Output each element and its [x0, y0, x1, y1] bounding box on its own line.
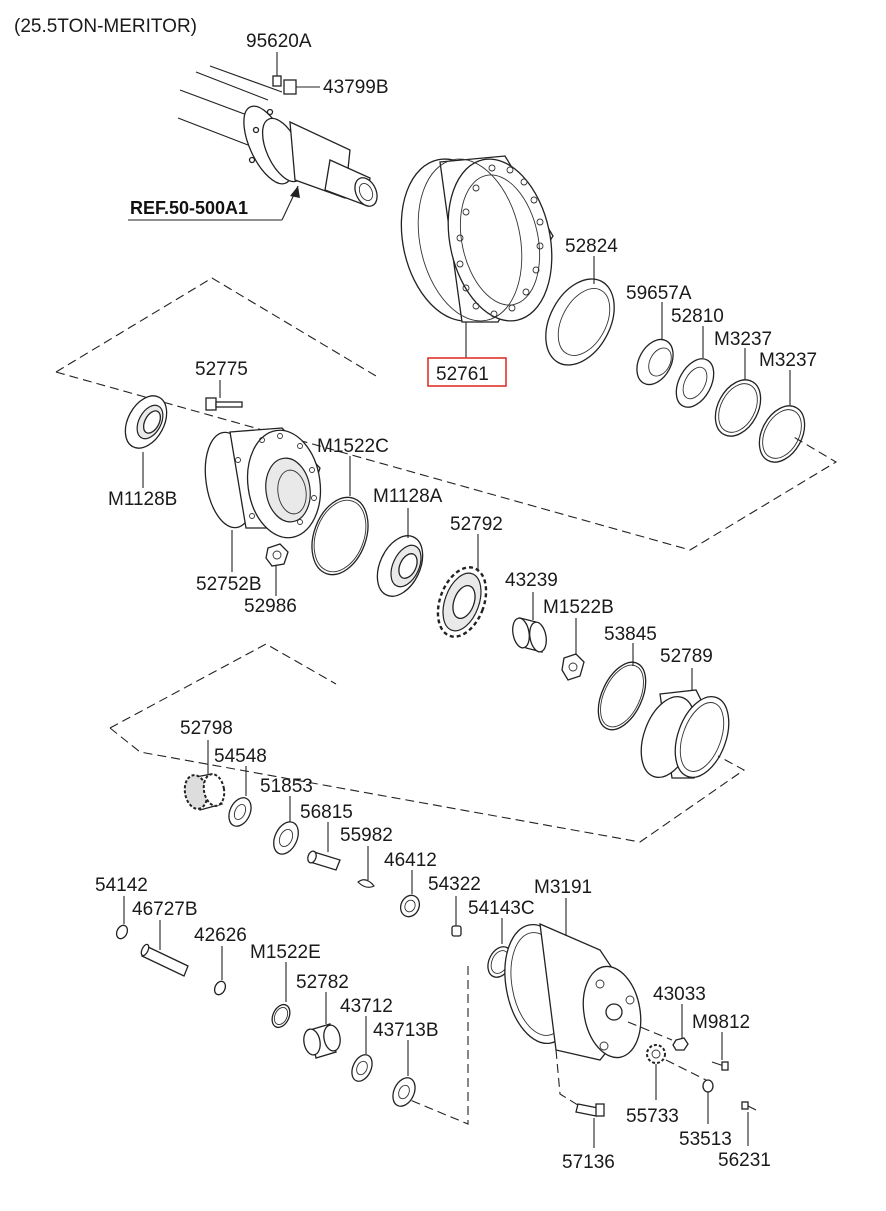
label-46727B[interactable]: 46727B	[132, 899, 198, 920]
label-57136[interactable]: 57136	[562, 1152, 615, 1173]
label-52986[interactable]: 52986	[244, 596, 297, 617]
lockwasher-55733[interactable]	[646, 1044, 666, 1064]
washer-46412[interactable]	[397, 892, 423, 920]
label-54143C[interactable]: 54143C	[468, 898, 535, 919]
dash-outline-2b	[109, 727, 746, 843]
label-54322[interactable]: 54322	[428, 874, 481, 895]
stud-52775[interactable]	[205, 397, 243, 411]
tone-ring-52792[interactable]	[429, 561, 495, 644]
label-54548[interactable]: 54548	[214, 746, 267, 767]
dash-outline-1a	[55, 277, 377, 377]
carrier-M3191[interactable]	[496, 919, 647, 1062]
label-M1522B[interactable]: M1522B	[543, 597, 614, 618]
spacer-43239[interactable]	[511, 617, 549, 653]
bearing-cone-M1128A[interactable]	[368, 529, 431, 604]
label-59657A[interactable]: 59657A	[626, 283, 692, 304]
label-52824[interactable]: 52824	[565, 236, 618, 257]
label-M1128B[interactable]: M1128B	[108, 489, 177, 510]
dash-outline-3b	[555, 1049, 587, 1111]
label-M3237-b[interactable]: M3237	[759, 350, 817, 371]
clip-43799B[interactable]	[283, 79, 320, 95]
label-M3237-a[interactable]: M3237	[714, 329, 772, 350]
axle-spindle	[177, 65, 378, 207]
shaft-46727B[interactable]	[140, 943, 189, 977]
label-M3191[interactable]: M3191	[534, 877, 592, 898]
nut-M1522B[interactable]	[561, 653, 585, 681]
label-43799B[interactable]: 43799B	[323, 77, 389, 98]
label-55733[interactable]: 55733	[626, 1106, 679, 1127]
label-42626[interactable]: 42626	[194, 925, 247, 946]
ring-M3237-a[interactable]	[706, 372, 769, 444]
drum-bolt-holes	[456, 164, 544, 318]
pin-56815[interactable]	[306, 850, 341, 871]
label-M1128A[interactable]: M1128A	[373, 486, 443, 507]
dash-outline-3c	[627, 1021, 673, 1041]
label-52752B[interactable]: 52752B	[196, 574, 262, 595]
ring-M3237-b[interactable]	[750, 398, 813, 470]
diagram-title: (25.5TON-MERITOR)	[14, 16, 197, 37]
label-53845[interactable]: 53845	[604, 624, 657, 645]
label-46412[interactable]: 46412	[384, 850, 437, 871]
label-55982[interactable]: 55982	[340, 825, 393, 846]
oring-53845[interactable]	[589, 655, 656, 737]
label-54142[interactable]: 54142	[95, 875, 148, 896]
spacer-52782[interactable]	[302, 1023, 342, 1059]
oring-M1522E[interactable]	[269, 1002, 294, 1031]
nut-43033[interactable]	[672, 1037, 689, 1051]
brake-drum-52761[interactable]	[387, 149, 566, 331]
bolt-57136[interactable]	[575, 1103, 605, 1117]
bearing-cup-59657A[interactable]	[630, 333, 681, 390]
label-52761[interactable]: 52761	[436, 364, 489, 385]
plug-54322[interactable]	[451, 925, 462, 937]
plug-53513[interactable]	[702, 1079, 714, 1093]
pin-95620A[interactable]	[272, 52, 282, 87]
label-M1522C[interactable]: M1522C	[317, 436, 389, 457]
label-56231[interactable]: 56231	[718, 1150, 771, 1171]
label-53513[interactable]: 53513	[679, 1129, 732, 1150]
highlight-box-52761	[427, 357, 507, 387]
washer-54548[interactable]	[225, 794, 256, 830]
reference-callout[interactable]: REF.50-500A1	[128, 185, 300, 221]
oring-42626[interactable]	[213, 980, 228, 997]
gear-52798[interactable]	[182, 773, 226, 811]
sleeve-52789[interactable]	[631, 689, 739, 784]
label-52782[interactable]: 52782	[296, 972, 349, 993]
nut-52986[interactable]	[265, 543, 289, 567]
washer-51853[interactable]	[269, 818, 303, 858]
oring-54142[interactable]	[115, 924, 130, 941]
label-56815[interactable]: 56815	[300, 802, 353, 823]
bearing-cup-M1128B[interactable]	[117, 389, 175, 455]
oring-M1522C[interactable]	[302, 490, 378, 583]
label-51853[interactable]: 51853	[260, 776, 313, 797]
label-M9812[interactable]: M9812	[692, 1012, 750, 1033]
label-52792[interactable]: 52792	[450, 514, 503, 535]
label-43239[interactable]: 43239	[505, 570, 558, 591]
label-95620A[interactable]: 95620A	[246, 31, 312, 52]
screw-56231[interactable]	[741, 1101, 757, 1111]
washer-43713B[interactable]	[389, 1074, 420, 1110]
label-43713B[interactable]: 43713B	[373, 1020, 439, 1041]
dash-outline-3a	[409, 966, 469, 1125]
dash-outline-2a	[109, 643, 337, 729]
label-52798[interactable]: 52798	[180, 718, 233, 739]
bolt-M9812[interactable]	[711, 1061, 729, 1071]
washer-43712[interactable]	[348, 1052, 376, 1085]
label-43712[interactable]: 43712	[340, 996, 393, 1017]
seal-52810[interactable]	[669, 353, 722, 414]
label-M1522E[interactable]: M1522E	[250, 942, 321, 963]
shield-52824[interactable]	[532, 267, 628, 376]
clip-55982[interactable]	[357, 879, 375, 888]
dash-outline-1b	[55, 371, 838, 551]
hub-52752B[interactable]	[200, 426, 328, 543]
label-52810[interactable]: 52810	[671, 306, 724, 327]
label-52789[interactable]: 52789	[660, 646, 713, 667]
label-52775[interactable]: 52775	[195, 359, 248, 380]
label-43033[interactable]: 43033	[653, 984, 706, 1005]
dash-outline-3d	[665, 1059, 707, 1081]
reference-label[interactable]: REF.50-500A1	[130, 198, 248, 218]
